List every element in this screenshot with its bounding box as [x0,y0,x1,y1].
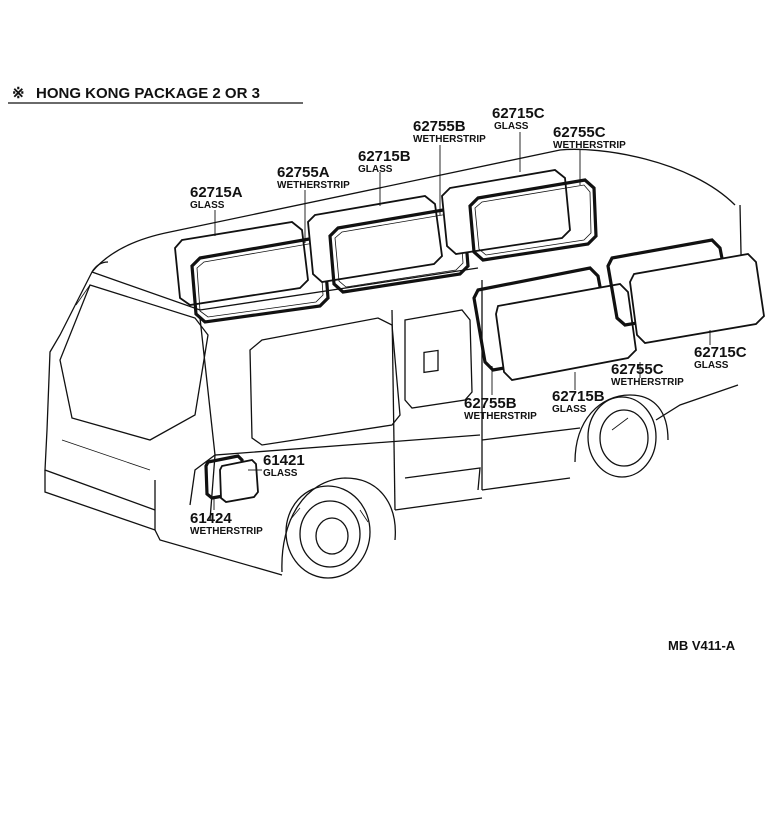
part-number-label: 61421 [263,452,305,469]
glass-62715b-side [495,283,637,381]
diagram-reference-code: MB V411-A [668,638,736,653]
part-number-label: 62755C [611,361,664,378]
callout-top-62715b: 62715B GLASS [358,148,411,175]
part-description-label: WETHERSTRIP [553,140,626,151]
callout-rear-61424: 61424 WETHERSTRIP [190,510,263,537]
callout-side-62755b: 62755B WETHERSTRIP [464,395,537,422]
door-edge-rear [391,309,396,511]
part-description-label: GLASS [694,360,729,371]
side-rear-line [655,384,739,421]
callout-top-62715c: 62715C GLASS [492,105,545,132]
callout-top-62755b: 62755B WETHERSTRIP [413,118,486,145]
diagram-header: ※ HONG KONG PACKAGE 2 OR 3 [8,85,303,104]
door-window [404,309,473,409]
front-wheel [574,394,669,478]
callout-top-62715a: 62715A GLASS [190,184,243,211]
part-number-label: 62715B [358,148,411,165]
rear-wheel [281,477,396,579]
glass-62715c [441,169,571,255]
part-number-label: 61424 [190,510,232,527]
roof-glass-panels [174,169,598,324]
part-number-label: 62715C [694,344,747,361]
part-number-label: 62715C [492,105,545,122]
rear-window [59,284,209,441]
door-handle [423,349,439,374]
wetherstrip-62755c [468,178,598,262]
rear-top-corner [91,261,109,273]
part-number-label: 62715A [190,184,243,201]
rear-bumper [44,470,156,531]
van-body [44,148,743,579]
part-description-label: WETHERSTRIP [277,180,350,191]
callout-top-62755a: 62755A WETHERSTRIP [277,164,350,191]
rear-pillar [199,317,481,456]
callout-top-62755c: 62755C WETHERSTRIP [553,124,626,151]
glass-61421 [219,459,259,503]
glass-62715c-side [629,253,765,344]
side-rear-window [249,317,401,446]
part-number-label: 62755B [464,395,517,412]
header-title: HONG KONG PACKAGE 2 OR 3 [36,85,260,102]
part-description-label: GLASS [552,404,587,415]
bumper-lower [154,529,283,576]
part-number-label: 62755A [277,164,330,181]
glass-62715b [307,195,443,283]
callout-side-62715b: 62715B GLASS [552,388,605,415]
part-description-label: WETHERSTRIP [413,134,486,145]
part-description-label: GLASS [190,200,225,211]
part-description-label: WETHERSTRIP [464,411,537,422]
part-description-label: GLASS [263,468,298,479]
part-description-label: WETHERSTRIP [190,526,263,537]
part-number-label: 62715B [552,388,605,405]
part-number-label: 62755C [553,124,606,141]
header-symbol: ※ [12,85,25,102]
part-description-label: WETHERSTRIP [611,377,684,388]
rear-quarter-glass [204,454,259,503]
callout-side-62755c: 62755C WETHERSTRIP [611,361,684,388]
part-description-label: GLASS [494,121,529,132]
part-description-label: GLASS [358,164,393,175]
leader-lines [213,132,711,510]
callout-side-62715c: 62715C GLASS [694,344,747,371]
callout-rear-61421: 61421 GLASS [263,452,305,479]
part-number-label: 62755B [413,118,466,135]
glass-62715a [174,221,309,306]
side-glass-panels [472,238,765,381]
roof-line [91,148,736,273]
rear-upper-edge [46,271,93,431]
